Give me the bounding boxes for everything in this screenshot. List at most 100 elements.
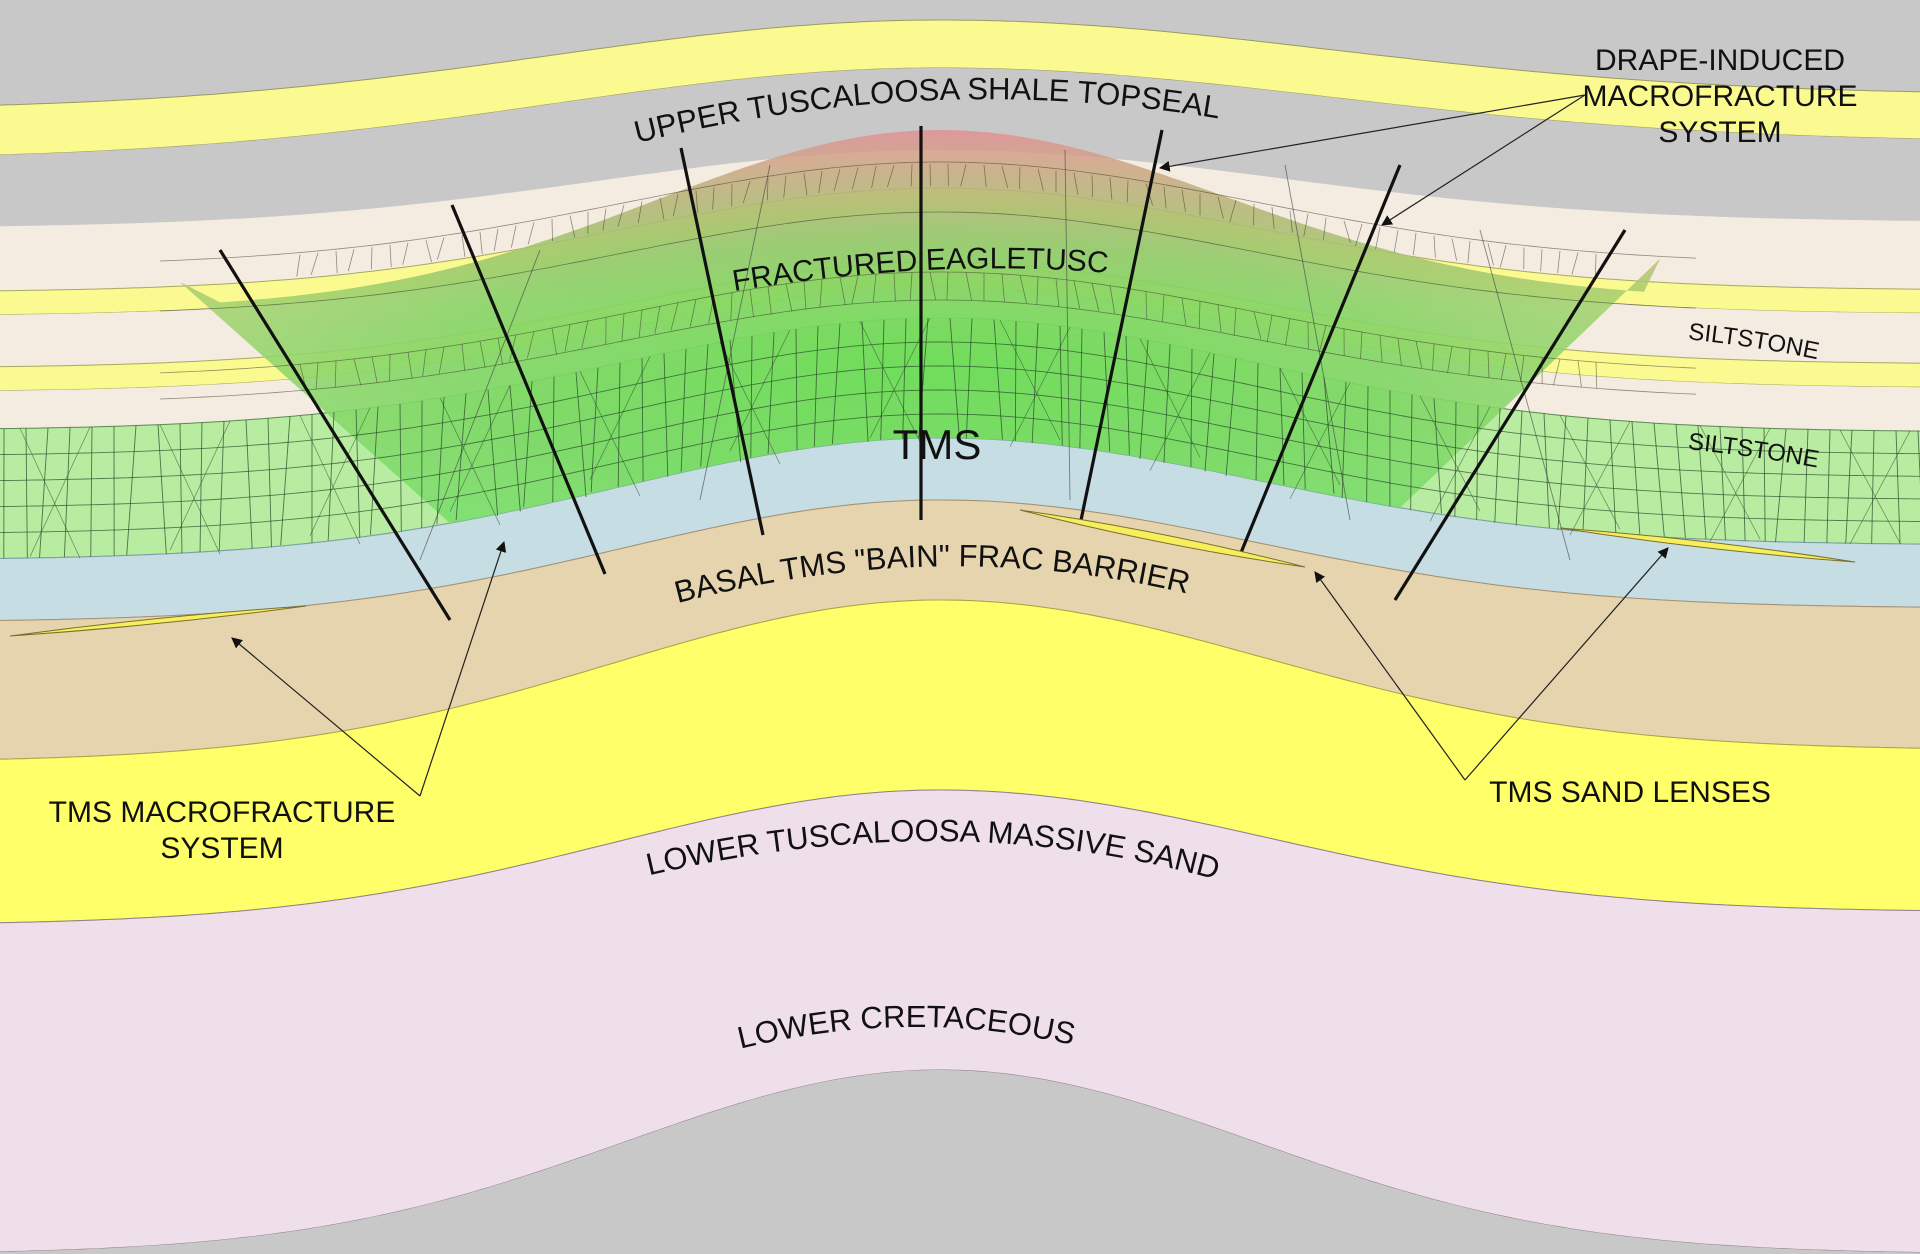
tms-fracture-line — [1190, 348, 1193, 468]
tms-diagonal-fracture — [579, 371, 641, 497]
eagletusc-fracture-tick — [749, 289, 754, 318]
tms-fracture-line — [1895, 430, 1901, 544]
tms-fracture-line — [399, 403, 402, 532]
eagletusc-fracture-tick — [1181, 189, 1186, 212]
eagletusc-fracture-tick — [479, 341, 486, 368]
eagletusc-fracture-tick — [1001, 165, 1009, 189]
eagletusc-fracture-tick — [1571, 252, 1579, 275]
tms-label: TMS — [893, 421, 982, 468]
tms-fracture-line — [1845, 430, 1853, 544]
eagletusc-fracture-tick — [833, 168, 841, 192]
eagletusc-fracture-tick — [370, 247, 373, 270]
eagletusc-fracture-tick — [872, 274, 877, 303]
tms-fracture-line — [1803, 429, 1809, 543]
eagletusc-fracture-tick — [1487, 243, 1494, 266]
eagletusc-fracture-tick — [672, 194, 679, 217]
tms-diagonal-fracture — [1149, 352, 1211, 471]
tms-fracture-line — [179, 423, 183, 554]
eagletusc-fracture-tick — [1594, 254, 1597, 277]
eagletusc-fracture-tick — [1253, 311, 1262, 339]
eagletusc-fracture-tick — [461, 234, 466, 257]
eagletusc-fracture-tick — [1217, 196, 1224, 219]
tms-fracture-line — [157, 424, 167, 555]
tms-diagonal-fracture — [1849, 430, 1911, 545]
eagletusc-fracture-tick — [1145, 291, 1148, 320]
thin-macrofracture — [1064, 149, 1071, 501]
tms-fracture-line — [1255, 363, 1259, 481]
tms-fracture-line — [813, 326, 819, 447]
eagletusc-fracture-tick — [551, 327, 558, 356]
tms-fracture-line — [617, 362, 621, 487]
eagletusc-fracture-tick — [851, 167, 859, 190]
eagletusc-fracture-tick — [1360, 332, 1363, 359]
tms-diagonal-fracture — [439, 397, 501, 526]
tms-fracture-line — [880, 319, 885, 440]
tms-fracture-line — [1323, 377, 1335, 494]
eagletusc-fracture-tick — [783, 175, 787, 198]
tms-diagonal-fracture — [1279, 367, 1341, 486]
upper-yellow-sand-layer — [0, 19, 1920, 156]
tms-diagonal-fracture — [169, 420, 231, 551]
tms-fracture-line — [1609, 419, 1617, 534]
tms-fracture-line — [25, 428, 28, 559]
eagletusc-fracture-tick — [1162, 294, 1165, 323]
tms-fracture-line — [831, 323, 841, 444]
tms-fracture-line — [487, 389, 499, 517]
eagletusc-fracture-tick — [1397, 338, 1402, 365]
eagletusc-fracture-tick — [1415, 341, 1423, 368]
eagletusc-fracture-tick — [654, 306, 661, 334]
drape-label-line3: SYSTEM — [1658, 116, 1781, 149]
tms-fracture-line — [63, 427, 71, 558]
tms-fracture-line — [1139, 340, 1149, 459]
tms-fracture-line — [1454, 401, 1457, 517]
eagletusc-fracture-tick — [1552, 358, 1561, 386]
bottom-gray-layer — [0, 1070, 1920, 1254]
tms-fracture-line — [552, 376, 555, 503]
sand-lens — [1559, 527, 1856, 563]
eagletusc-fracture-tick — [1266, 315, 1273, 343]
eagletusc-fracture-tick — [438, 346, 445, 374]
tms-fracture-line — [1079, 328, 1083, 449]
tms-diagonal-fracture — [1839, 429, 1901, 544]
tms-fracture-line — [965, 318, 973, 439]
eagletusc-fracture-tick — [742, 181, 751, 204]
tms-fracture-line — [455, 393, 467, 521]
tms-fracture-line — [1225, 358, 1237, 476]
eagletusc-fracture-tick — [819, 279, 823, 308]
eagletusc-fracture-tick — [1520, 355, 1525, 382]
tms-fracture-line — [1917, 431, 1920, 485]
tms-diagonal-fracture — [1569, 421, 1631, 536]
eagletusc-fracture-tick — [946, 272, 949, 301]
sand-lenses-label: TMS SAND LENSES — [1489, 776, 1771, 809]
thin-macrofracture — [1284, 164, 1351, 521]
eagletusc-fracture-tick — [1468, 348, 1471, 376]
eagletusc-fracture-tick — [353, 358, 362, 386]
eagletusc-fracture-tick — [1073, 280, 1081, 309]
eagletusc-fracture-tick — [564, 324, 571, 352]
eagletusc-fracture-tick — [527, 222, 535, 245]
eagletusc-fracture-tick — [436, 237, 445, 260]
eagletusc-fracture-tick — [1451, 238, 1458, 261]
tms-fracture-line — [1410, 394, 1413, 510]
tms-fracture-line — [39, 427, 49, 558]
eagletusc-fracture-tick — [1500, 353, 1507, 380]
eagletusc-fracture-tick — [689, 299, 697, 327]
eagletusc-fracture-tick — [371, 356, 378, 384]
eagletusc-fracture-tick — [818, 170, 823, 194]
tms-diagonal-fracture — [19, 428, 81, 559]
tms-fracture-line — [267, 418, 272, 548]
eagletusc-fracture-tick — [1091, 283, 1100, 311]
tms-fracture-line — [1631, 421, 1641, 536]
tms-diagonal-fracture — [1709, 428, 1771, 542]
eagletusc-fracture-tick — [851, 275, 859, 304]
eagletusc-fracture-tick — [712, 187, 715, 210]
eagletusc-bedding-line — [159, 271, 1697, 374]
eagletusc-fracture-tick — [315, 362, 319, 389]
tms-fracture-line — [1031, 323, 1039, 444]
tms-fracture-line — [1775, 428, 1787, 543]
major-fault-line — [679, 147, 765, 536]
tms-fracture-line — [1125, 336, 1130, 455]
tms-fracture-line — [1871, 430, 1875, 544]
eagletusc-fracture-tick — [1433, 235, 1436, 258]
eagletusc-fracture-tick — [407, 352, 413, 379]
